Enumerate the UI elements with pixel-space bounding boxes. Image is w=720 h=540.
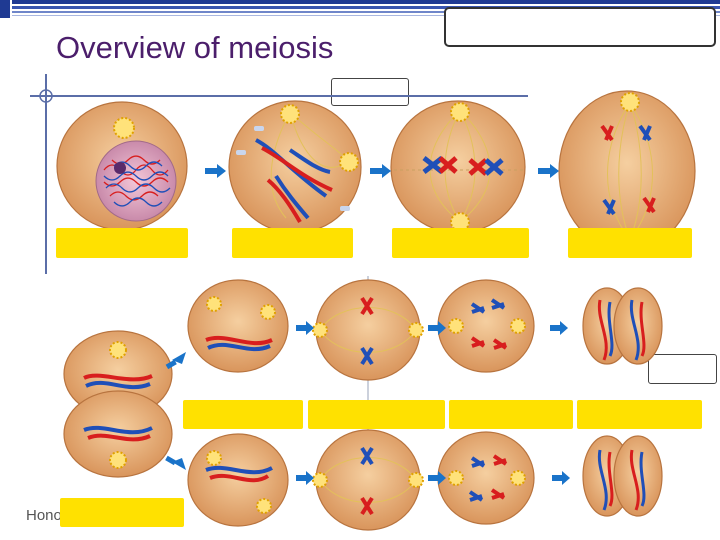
metaphase-2-cells: [312, 279, 424, 531]
telophase-1-label-box[interactable]: [60, 498, 184, 527]
telophase-2-cells: [582, 287, 663, 517]
arrow-icon: [552, 471, 570, 485]
arrow-icon: [165, 455, 186, 470]
prophase-2-label-box[interactable]: [183, 400, 303, 429]
arrow-icon: [370, 164, 391, 178]
metaphase-2-label-box[interactable]: [308, 400, 445, 429]
interphase-label-box[interactable]: [56, 228, 188, 258]
interphase-cell: [56, 101, 188, 231]
arrow-icon: [428, 471, 446, 485]
anaphase-1-label-box[interactable]: [568, 228, 692, 258]
prophase-1-label-box[interactable]: [232, 228, 353, 258]
arrow-icon: [296, 471, 314, 485]
anaphase-2-cells: [437, 279, 535, 525]
telophase-1-cells: [63, 330, 173, 478]
arrow-icon: [296, 321, 314, 335]
anaphase-2-label-box[interactable]: [449, 400, 573, 429]
arrow-icon: [538, 164, 559, 178]
metaphase-1-label-box[interactable]: [392, 228, 529, 258]
arrow-icon: [205, 164, 226, 178]
slide-title: Overview of meiosis: [56, 30, 334, 65]
header-answer-box[interactable]: [444, 7, 716, 47]
meiosis-one-answer-box[interactable]: [331, 78, 409, 106]
footer-text: Honors Biology: [26, 507, 60, 524]
prophase-2-cells: [187, 279, 289, 527]
arrow-icon: [165, 352, 186, 370]
prophase-1-cell: [228, 100, 362, 234]
metaphase-1-cell: [390, 100, 526, 234]
arrow-icon: [428, 321, 446, 335]
meiosis-two-answer-box[interactable]: [648, 354, 717, 384]
arrow-icon: [550, 321, 568, 335]
telophase-2-label-box[interactable]: [577, 400, 702, 429]
anaphase-1-cell: [558, 90, 696, 252]
